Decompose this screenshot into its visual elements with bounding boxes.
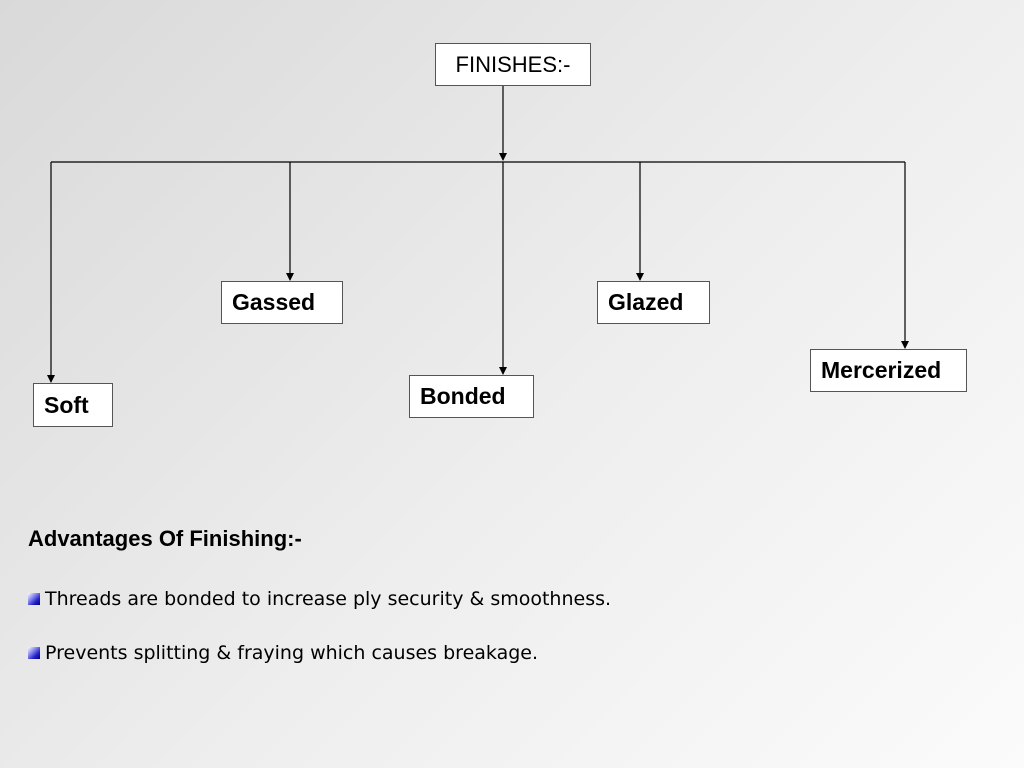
advantage-text: Threads are bonded to increase ply secur…: [45, 588, 612, 610]
node-glazed: Glazed: [597, 281, 710, 324]
advantage-item: Prevents splitting & fraying which cause…: [28, 642, 538, 664]
advantages-heading: Advantages Of Finishing:-: [28, 526, 302, 551]
square-bullet-icon: [28, 593, 40, 605]
node-bonded: Bonded: [409, 375, 534, 418]
node-gassed: Gassed: [221, 281, 343, 324]
root-node-finishes: FINISHES:-: [435, 43, 591, 86]
node-mercerized: Mercerized: [810, 349, 967, 392]
node-soft: Soft: [33, 383, 113, 427]
advantage-text: Prevents splitting & fraying which cause…: [45, 642, 539, 664]
advantage-item: Threads are bonded to increase ply secur…: [28, 588, 611, 610]
square-bullet-icon: [28, 647, 40, 659]
